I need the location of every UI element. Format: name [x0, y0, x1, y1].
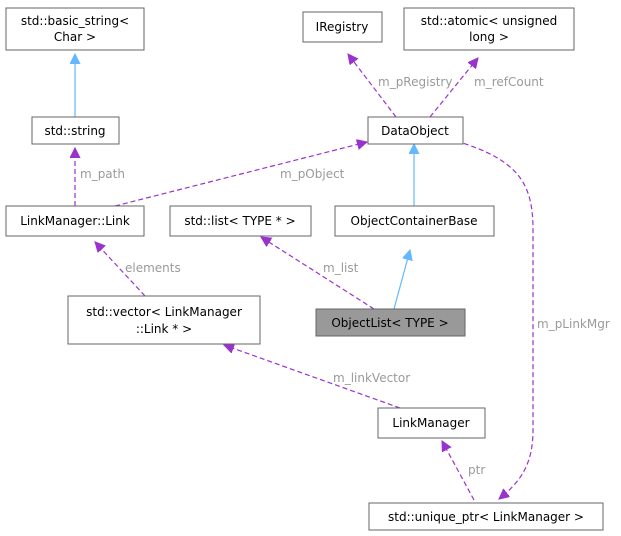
edge-label-m-refcount: m_refCount [474, 75, 544, 89]
edge-label-ptr: ptr [468, 463, 485, 477]
node-atomic-line2: long > [469, 30, 509, 44]
edge-objectlist-uses-list [261, 237, 375, 310]
edge-label-m-pobject: m_pObject [280, 167, 345, 181]
node-unique-ptr-label: std::unique_ptr< LinkManager > [388, 510, 584, 524]
node-basic-string-line2: Char > [54, 30, 96, 44]
edge-label-m-path: m_path [80, 167, 125, 181]
edge-linkmanager-uses-vector [224, 345, 401, 409]
edge-vector-uses-link [95, 242, 146, 297]
node-object-container-base[interactable]: ObjectContainerBase [334, 205, 495, 237]
node-string[interactable]: std::string [31, 116, 120, 145]
node-objectlist[interactable]: ObjectList< TYPE > [315, 308, 466, 337]
node-linkmanager-label: LinkManager [392, 416, 469, 430]
edge-label-m-pregistry: m_pRegistry [378, 75, 452, 89]
node-dataobject-label: DataObject [381, 124, 449, 138]
edge-label-m-plinkmgr: m_pLinkMgr [537, 317, 610, 331]
node-atomic-line1: std::atomic< unsigned [421, 14, 558, 28]
node-list-label: std::list< TYPE * > [184, 214, 295, 228]
node-vector[interactable]: std::vector< LinkManager ::Link * > [67, 295, 261, 345]
edge-label-elements: elements [125, 261, 181, 275]
node-list[interactable]: std::list< TYPE * > [169, 205, 312, 237]
node-atomic[interactable]: std::atomic< unsigned long > [403, 7, 575, 51]
edges [75, 54, 534, 501]
edge-label-m-linkvector: m_linkVector [333, 371, 410, 385]
edge-dataobject-uses-atomic [429, 58, 478, 118]
node-linkmanager[interactable]: LinkManager [377, 407, 486, 439]
node-dataobject[interactable]: DataObject [367, 116, 464, 145]
node-unique-ptr[interactable]: std::unique_ptr< LinkManager > [368, 502, 604, 531]
node-vector-line1: std::vector< LinkManager [86, 305, 242, 319]
node-basic-string[interactable]: std::basic_string< Char > [5, 7, 145, 51]
node-string-label: std::string [44, 124, 105, 138]
edge-objectlist-inherits-containerbase [393, 250, 410, 310]
node-objectlist-label: ObjectList< TYPE > [331, 316, 448, 330]
node-vector-line2: ::Link * > [136, 322, 192, 336]
edge-labels: m_pRegistry m_refCount m_path m_pObject … [80, 75, 610, 477]
edge-dataobject-uses-iregistry [348, 54, 397, 118]
edge-label-m-list: m_list [323, 261, 359, 275]
node-iregistry[interactable]: IRegistry [302, 11, 383, 43]
node-basic-string-line1: std::basic_string< [21, 14, 129, 28]
edge-uniqueptr-uses-linkmanager [442, 441, 475, 501]
node-object-container-base-label: ObjectContainerBase [351, 214, 478, 228]
node-iregistry-label: IRegistry [316, 20, 369, 34]
edge-dataobject-uses-uniqueptr [455, 140, 534, 499]
edge-link-uses-dataobject [114, 142, 367, 207]
node-link-label: LinkManager::Link [20, 214, 130, 228]
node-link[interactable]: LinkManager::Link [5, 205, 145, 237]
